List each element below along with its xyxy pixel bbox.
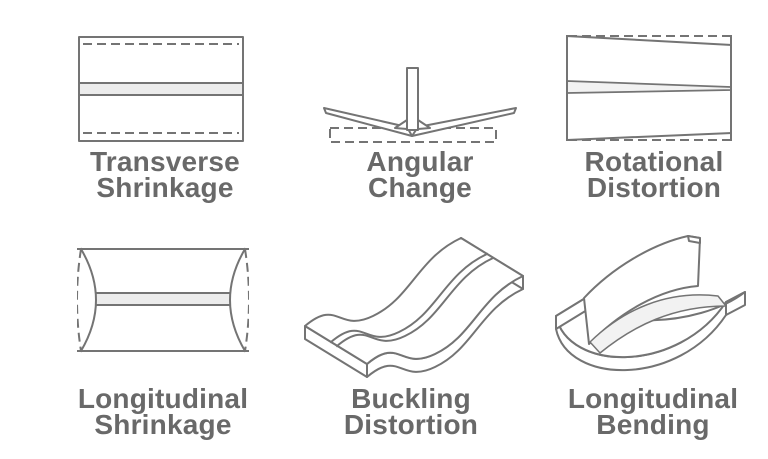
opening-weld-gap-wedge	[566, 80, 732, 94]
panel-label-line: Transverse	[90, 146, 240, 177]
original-right-edge-dashed	[244, 248, 249, 352]
plate-outline	[78, 36, 244, 142]
vertical-stiffener	[406, 67, 419, 131]
curved-web-stiffener	[583, 235, 701, 345]
weld-seam-strip	[78, 82, 244, 96]
panel-label-line: Shrinkage	[96, 172, 234, 203]
panel-label-line: Distortion	[343, 409, 479, 440]
web-top-thickness	[687, 235, 701, 244]
panel-label-line: Longitudinal	[567, 383, 739, 414]
transverse-shrinkage-figure	[78, 36, 244, 142]
weld-seam-line	[329, 252, 489, 344]
rotational-distortion-figure	[566, 35, 732, 141]
buckled-plate-top-surface	[304, 237, 524, 365]
plate-end-face-right	[460, 237, 524, 290]
original-left-edge-dashed	[77, 248, 82, 352]
rotated-top-edge	[566, 35, 732, 47]
panel-label-line: Buckling	[351, 383, 471, 414]
panel-label-line: Change	[368, 172, 472, 203]
panel-label-line: Rotational	[584, 146, 724, 177]
plate-thickness-front	[366, 275, 524, 378]
angular-change-figure	[323, 67, 517, 143]
shrunk-right-edge	[229, 247, 247, 353]
tilted-plate-right	[411, 107, 517, 137]
original-flat-plate-dashed	[329, 127, 497, 143]
weld-seam-strip	[90, 292, 236, 306]
longitudinal-bending-figure	[555, 235, 746, 371]
plate-end-face-left	[304, 325, 368, 378]
shrunk-left-edge	[79, 247, 97, 353]
weld-seam-line	[335, 256, 495, 348]
panel-label-line: Angular	[366, 146, 474, 177]
right-concave-mask	[230, 249, 245, 351]
fillet-weld-right	[417, 119, 431, 130]
flange-end-face-left	[555, 296, 588, 330]
flange-thickness-front	[555, 301, 727, 371]
bent-flange-top-surface	[555, 291, 746, 358]
panel-label-line: Shrinkage	[94, 409, 232, 440]
flange-end-face-right	[725, 291, 746, 316]
panel-label-line: Bending	[596, 409, 710, 440]
left-concave-mask	[81, 249, 96, 351]
tilted-plate-left	[323, 107, 413, 137]
longitudinal-shrinkage-figure	[77, 247, 249, 353]
fillet-weld-left	[394, 119, 408, 130]
weld-zone-band	[589, 294, 727, 354]
buckling-distortion-figure	[304, 237, 524, 378]
panel-label-line: Longitudinal	[77, 383, 249, 414]
rotated-bottom-edge	[566, 131, 732, 141]
panel-label-line: Distortion	[586, 172, 722, 203]
